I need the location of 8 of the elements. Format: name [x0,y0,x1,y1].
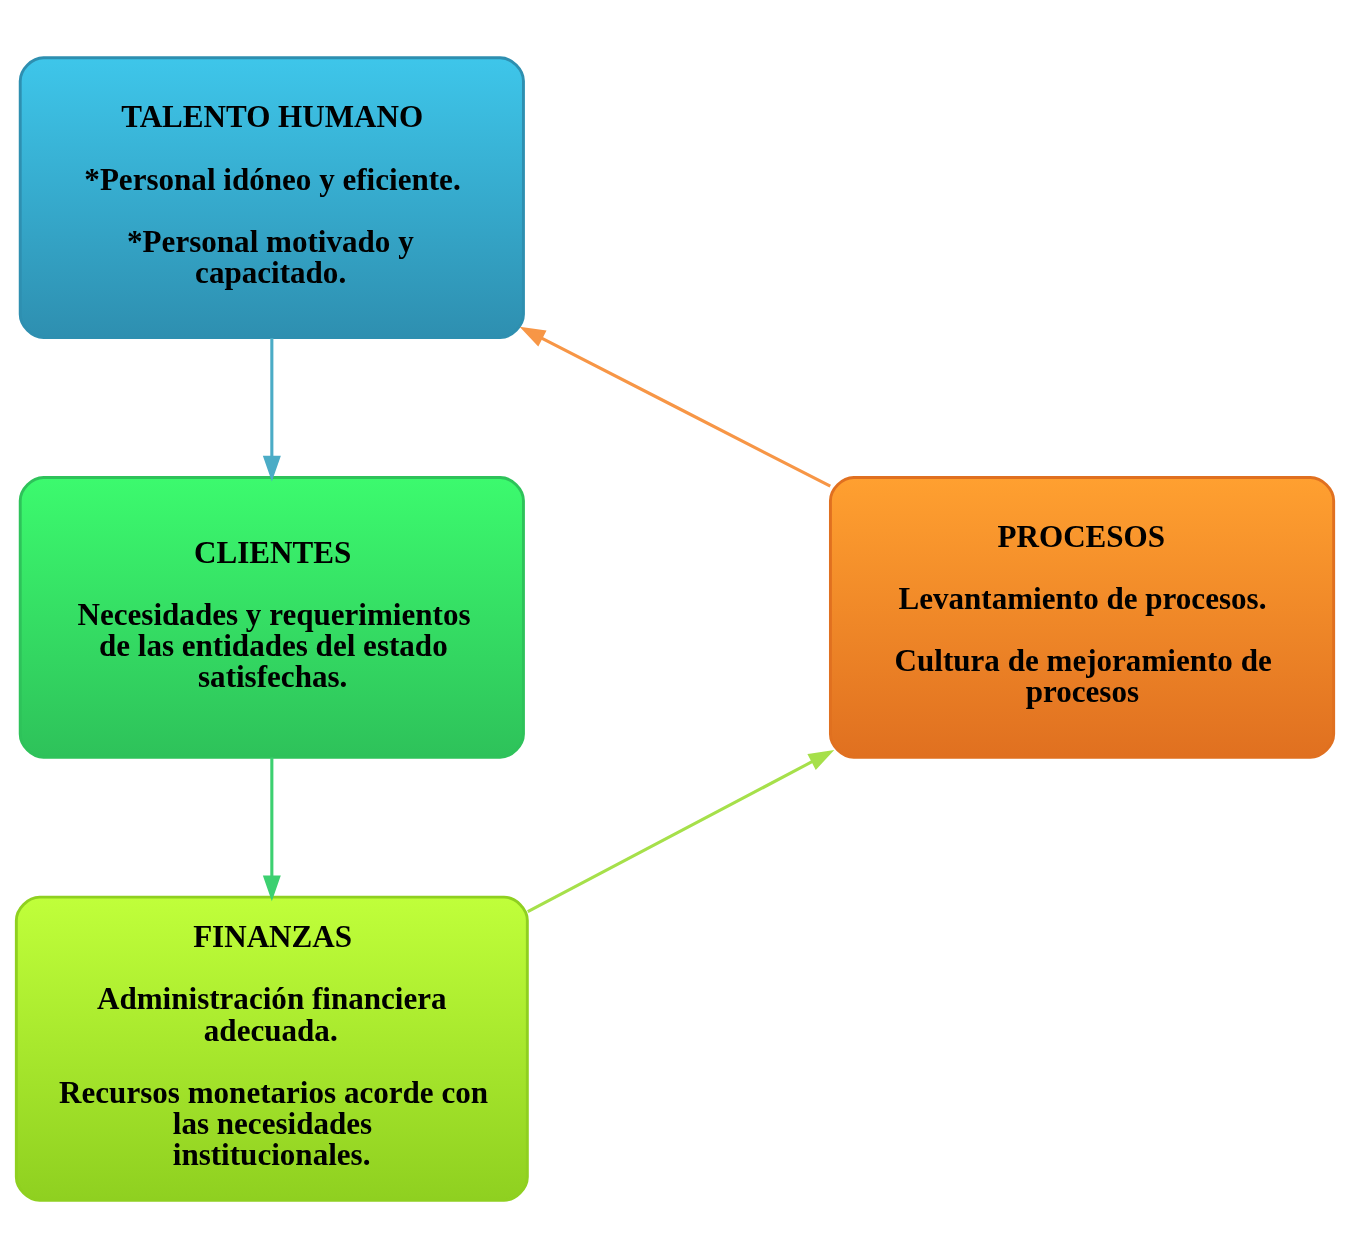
node-box: FINANZAS Administración financiera adecuada. Recursos monetarios acorde con las necesidades institucionales. [14,895,529,1202]
arrow [519,326,831,488]
node-box: CLIENTES Necesidades y requerimientos de las entidades del estado satisfechas. [18,475,525,759]
node-box: PROCESOS Levantamiento de procesos. Cultura de mejoramiento de procesos [829,475,1336,759]
node-box: TALENTO HUMANO *Personal idóneo y eficiente. *Personal motivado y capacitado. [18,55,525,339]
arrow [262,337,281,482]
arrow [527,749,835,913]
arrow [262,756,281,901]
